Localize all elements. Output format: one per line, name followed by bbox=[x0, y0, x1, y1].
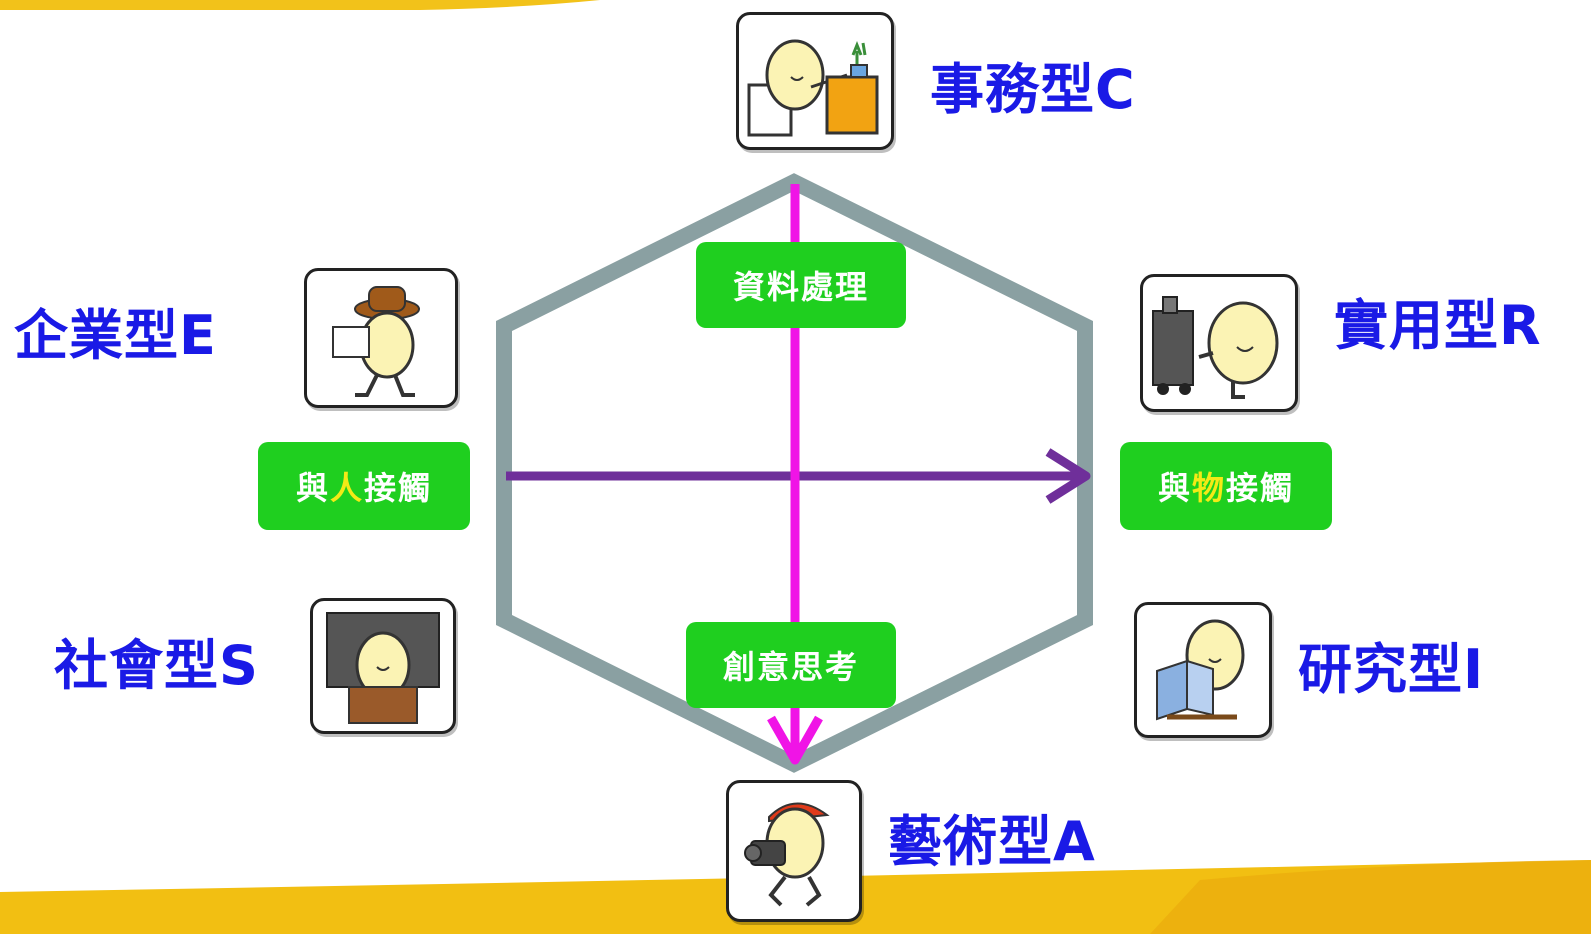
people-contact-tag-post: 接觸 bbox=[364, 469, 433, 507]
data-processing-tag: 資料處理 bbox=[696, 242, 906, 328]
things-contact-tag: 與物接觸 bbox=[1120, 442, 1332, 530]
creative-thinking-tag: 創意思考 bbox=[686, 622, 896, 708]
bottom-band-shade bbox=[1150, 860, 1591, 934]
things-contact-tag-pre: 與 bbox=[1157, 469, 1192, 507]
person-reading-icon bbox=[1156, 619, 1245, 721]
people-contact-tag: 與人接觸 bbox=[258, 442, 470, 530]
top-band bbox=[0, 0, 600, 10]
investigative-type-label: 研究型I bbox=[1298, 638, 1485, 701]
people-contact-tag-highlight: 人 bbox=[329, 469, 364, 507]
conventional-type-label: 事務型C bbox=[930, 58, 1136, 121]
investigative-icon-box bbox=[1134, 602, 1272, 738]
horizontal-axis-arrowhead bbox=[1045, 448, 1091, 504]
realistic-icon-box bbox=[1140, 274, 1298, 412]
social-icon-box bbox=[310, 598, 456, 734]
conventional-icon-box bbox=[736, 12, 894, 150]
enterprising-icon-box bbox=[304, 268, 458, 408]
artistic-icon-box bbox=[726, 780, 862, 922]
things-contact-tag-highlight: 物 bbox=[1191, 469, 1226, 507]
person-at-podium-icon bbox=[326, 612, 440, 724]
things-contact-tag-post: 接觸 bbox=[1226, 469, 1295, 507]
artistic-type-label: 藝術型A bbox=[888, 810, 1096, 873]
person-with-camera-icon bbox=[744, 802, 830, 907]
vertical-axis-arrowhead bbox=[767, 715, 823, 765]
people-contact-tag-pre: 與 bbox=[295, 469, 330, 507]
enterprising-type-label: 企業型E bbox=[14, 304, 217, 367]
realistic-type-label: 實用型R bbox=[1334, 294, 1542, 357]
person-with-hat-icon bbox=[332, 286, 420, 397]
social-type-label: 社會型S bbox=[54, 634, 259, 697]
person-with-machine-icon bbox=[1152, 296, 1279, 399]
person-at-desk-icon bbox=[747, 39, 879, 137]
